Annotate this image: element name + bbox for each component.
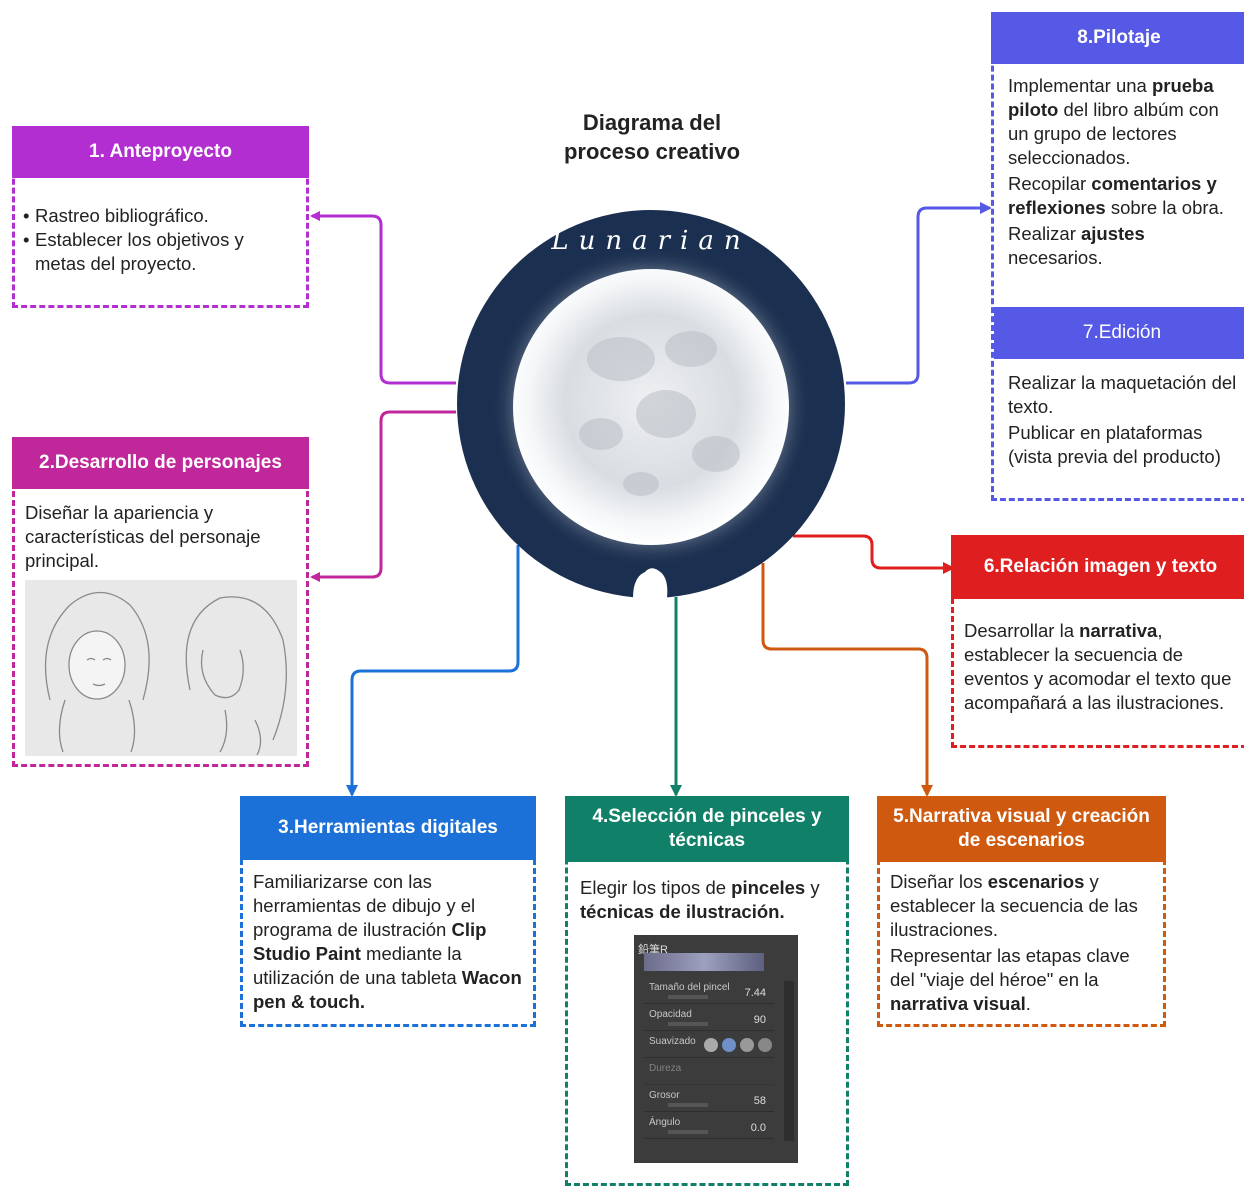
step-title-5: 5.Narrativa visual y creación de escenar… bbox=[877, 796, 1166, 862]
step-7-text-1: Realizar la maquetación del texto. bbox=[1008, 372, 1237, 417]
connector-8 bbox=[846, 202, 992, 385]
list-item: Establecer los objetivos y metas del pro… bbox=[23, 228, 298, 276]
step-title-6: 6.Relación imagen y texto bbox=[951, 535, 1244, 599]
brush-row: Dureza bbox=[644, 1060, 774, 1085]
step-3-text: Familiarizarse con las herramientas de d… bbox=[253, 871, 522, 1012]
connector-5 bbox=[761, 563, 933, 797]
girl-silhouette-icon bbox=[633, 568, 668, 598]
connector-1 bbox=[310, 211, 456, 385]
step-4-text: Elegir los tipos de pinceles y técnicas … bbox=[580, 877, 820, 922]
step-title-7: 7.Edición bbox=[994, 307, 1244, 359]
brush-stroke-preview bbox=[644, 953, 764, 971]
step-8-text-3: Realizar ajustes necesarios. bbox=[1008, 223, 1145, 268]
step-1-list: Rastreo bibliográfico. Establecer los ob… bbox=[23, 204, 298, 276]
step-title-4: 4.Selección de pinceles y técnicas bbox=[565, 796, 849, 862]
step-box-8-7: 8.Pilotaje Implementar una prueba piloto… bbox=[991, 12, 1244, 501]
step-8-text-2: Recopilar comentarios y reflexiones sobr… bbox=[1008, 173, 1224, 218]
step-6-text: Desarrollar la narrativa, establecer la … bbox=[964, 620, 1232, 713]
diagram-title: Diagrama del proceso creativo bbox=[563, 110, 741, 164]
brush-row: Suavizado bbox=[644, 1033, 774, 1058]
step-5-text-1: Diseñar los escenarios y establecer la s… bbox=[890, 871, 1138, 940]
step-title-8: 8.Pilotaje bbox=[991, 12, 1244, 64]
step-title-3: 3.Herramientas digitales bbox=[240, 796, 536, 860]
step-title-2: 2.Desarrollo de personajes bbox=[12, 437, 309, 489]
step-box-3: 3.Herramientas digitales Familiarizarse … bbox=[240, 796, 536, 1027]
connector-6 bbox=[793, 534, 955, 574]
step-box-5: 5.Narrativa visual y creación de escenar… bbox=[877, 796, 1166, 1027]
connector-2 bbox=[310, 410, 456, 582]
step-2-text: Diseñar la apariencia y características … bbox=[25, 502, 261, 571]
step-box-1: 1. Anteproyecto Rastreo bibliográfico. E… bbox=[12, 126, 309, 308]
brush-tip-icons bbox=[704, 1038, 776, 1052]
step-8-text-1: Implementar una prueba piloto del libro … bbox=[1008, 75, 1219, 168]
step-box-4: 4.Selección de pinceles y técnicas Elegi… bbox=[565, 796, 849, 1186]
moon-emblem: Lunarian bbox=[457, 210, 845, 598]
step-box-6: 6.Relación imagen y texto Desarrollar la… bbox=[951, 535, 1244, 748]
connector-3 bbox=[346, 545, 520, 797]
step-box-2: 2.Desarrollo de personajes Diseñar la ap… bbox=[12, 437, 309, 767]
panel-scrollbar bbox=[784, 981, 794, 1141]
step-title-1: 1. Anteproyecto bbox=[12, 126, 309, 178]
step-7-text-2: Publicar en plataformas (vista previa de… bbox=[1008, 422, 1221, 467]
character-sketch-image bbox=[25, 580, 297, 756]
list-item: Rastreo bibliográfico. bbox=[23, 204, 298, 228]
moon-logo-text: Lunarian bbox=[550, 226, 750, 256]
step-5-text-2: Representar las etapas clave del "viaje … bbox=[890, 945, 1130, 1014]
